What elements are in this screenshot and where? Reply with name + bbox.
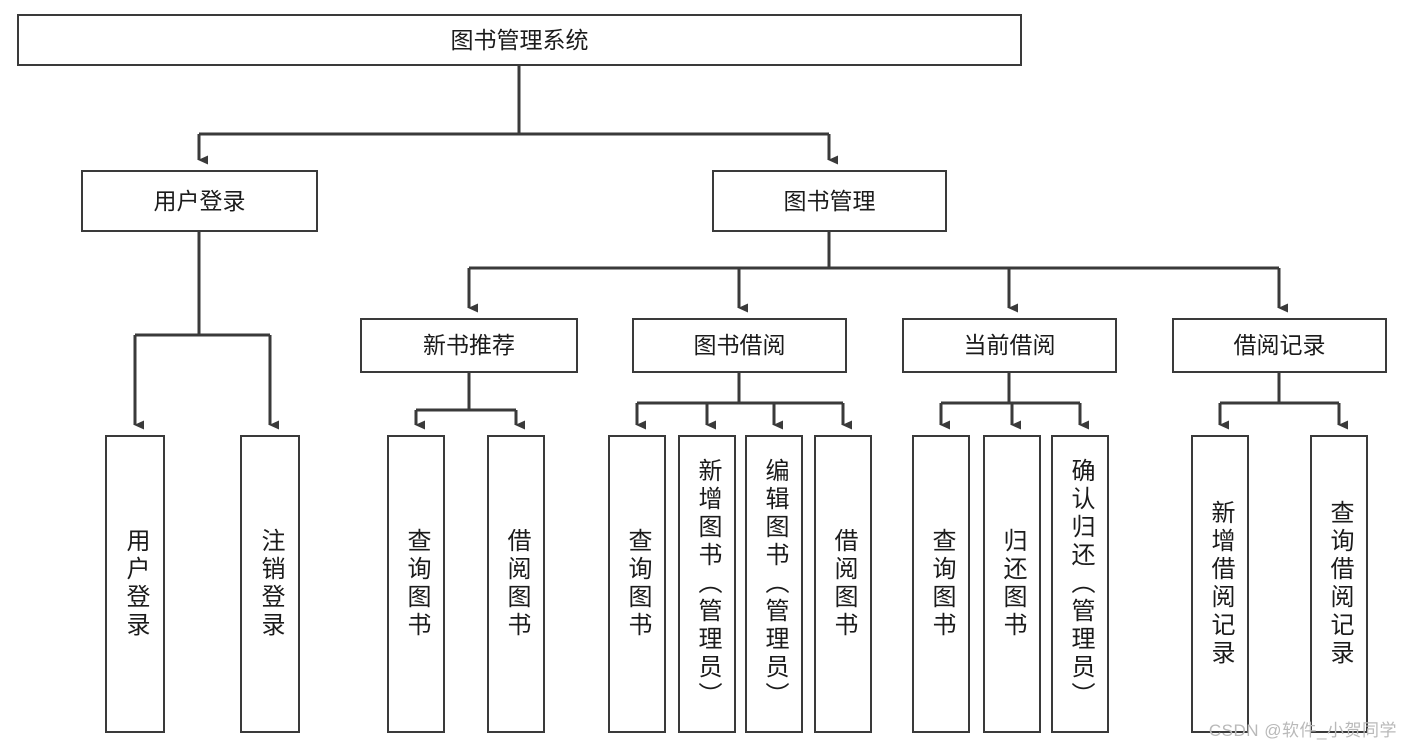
node-user-login-label: 用户登录 xyxy=(153,187,246,214)
node-leaf-confirm-return[interactable]: 确认归还（管理员） xyxy=(1051,435,1109,733)
node-book-manage-label: 图书管理 xyxy=(783,187,876,214)
node-leaf-query-book-3-label: 查询图书 xyxy=(928,528,955,640)
node-leaf-query-record-label: 查询借阅记录 xyxy=(1326,500,1353,668)
node-new-book-rec[interactable]: 新书推荐 xyxy=(360,318,578,373)
node-leaf-confirm-return-label: 确认归还（管理员） xyxy=(1067,458,1094,710)
node-book-borrow[interactable]: 图书借阅 xyxy=(632,318,847,373)
node-leaf-edit-book-label: 编辑图书（管理员） xyxy=(761,458,788,710)
node-leaf-add-book-label: 新增图书（管理员） xyxy=(694,458,721,710)
node-leaf-edit-book[interactable]: 编辑图书（管理员） xyxy=(745,435,803,733)
node-leaf-add-record-label: 新增借阅记录 xyxy=(1207,500,1234,668)
node-root[interactable]: 图书管理系统 xyxy=(17,14,1022,66)
node-borrow-record[interactable]: 借阅记录 xyxy=(1172,318,1387,373)
node-root-label: 图书管理系统 xyxy=(450,26,589,53)
node-leaf-query-record[interactable]: 查询借阅记录 xyxy=(1310,435,1368,733)
node-leaf-user-login[interactable]: 用户登录 xyxy=(105,435,165,733)
node-leaf-borrow-book-1-label: 借阅图书 xyxy=(503,528,530,640)
node-leaf-query-book-2[interactable]: 查询图书 xyxy=(608,435,666,733)
node-leaf-borrow-book-2[interactable]: 借阅图书 xyxy=(814,435,872,733)
node-leaf-add-record[interactable]: 新增借阅记录 xyxy=(1191,435,1249,733)
node-leaf-return-book-label: 归还图书 xyxy=(999,528,1026,640)
node-leaf-borrow-book-1[interactable]: 借阅图书 xyxy=(487,435,545,733)
node-leaf-query-book-1[interactable]: 查询图书 xyxy=(387,435,445,733)
node-current-borrow-label: 当前借阅 xyxy=(963,332,1056,359)
node-leaf-logout[interactable]: 注销登录 xyxy=(240,435,300,733)
node-new-book-rec-label: 新书推荐 xyxy=(423,332,515,359)
node-leaf-add-book[interactable]: 新增图书（管理员） xyxy=(678,435,736,733)
node-user-login[interactable]: 用户登录 xyxy=(81,170,318,232)
node-book-manage[interactable]: 图书管理 xyxy=(712,170,947,232)
node-leaf-query-book-2-label: 查询图书 xyxy=(624,528,651,640)
node-book-borrow-label: 图书借阅 xyxy=(693,332,786,359)
watermark-text: CSDN @软件_小贺同学 xyxy=(1208,721,1397,740)
node-leaf-borrow-book-2-label: 借阅图书 xyxy=(830,528,857,640)
node-borrow-record-label: 借阅记录 xyxy=(1233,332,1326,359)
node-leaf-return-book[interactable]: 归还图书 xyxy=(983,435,1041,733)
node-current-borrow[interactable]: 当前借阅 xyxy=(902,318,1117,373)
node-leaf-query-book-1-label: 查询图书 xyxy=(403,528,430,640)
node-leaf-query-book-3[interactable]: 查询图书 xyxy=(912,435,970,733)
node-leaf-logout-label: 注销登录 xyxy=(257,528,284,640)
node-leaf-user-login-label: 用户登录 xyxy=(122,528,149,640)
